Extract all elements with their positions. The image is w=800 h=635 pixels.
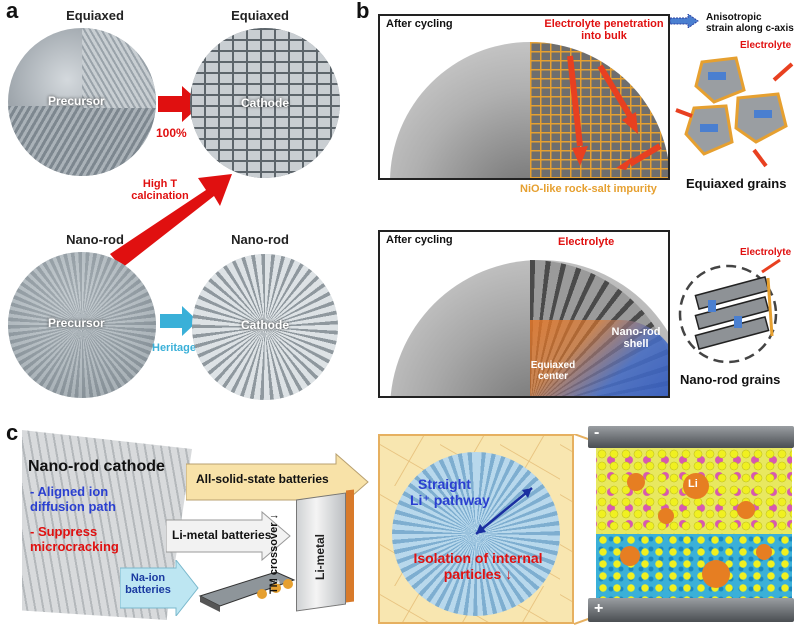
li-metal-edge bbox=[346, 489, 354, 603]
li-ion-markers bbox=[620, 473, 772, 588]
equiaxed-cathode-sphere bbox=[190, 28, 340, 178]
cathode-grain-texture bbox=[190, 28, 340, 178]
na-line1: Na-ion bbox=[130, 572, 166, 584]
tm-crossover-wrap: TM crossover ↓ bbox=[266, 508, 282, 608]
percent-label: 100% bbox=[156, 126, 187, 140]
cathode-label-top: Cathode bbox=[241, 96, 289, 110]
precursor-label-top: Precursor bbox=[48, 94, 105, 108]
impurity-label: NiO-like rock-salt impurity bbox=[520, 183, 657, 195]
cathode-current-collector bbox=[588, 598, 794, 622]
nanorod-grains-schematic bbox=[678, 258, 781, 364]
legend-line1: Anisotropic bbox=[706, 12, 762, 23]
strain-legend-arrow bbox=[670, 14, 699, 28]
after-cycling-title-top: After cycling bbox=[386, 18, 453, 30]
nanorod-cathode-caption: Nano-rod bbox=[231, 232, 289, 247]
panel-b-letter: b bbox=[356, 0, 370, 23]
nanorod-precursor-caption: Nano-rod bbox=[66, 232, 124, 247]
nanorod-shell-label: Nano-rod shell bbox=[606, 326, 666, 350]
shell-line2: shell bbox=[623, 338, 649, 350]
precursor-label-bottom: Precursor bbox=[48, 316, 105, 330]
after-cycling-equiaxed-box: After cycling Electrolyte penetration in… bbox=[378, 14, 670, 180]
li-metal-batteries-label: Li-metal batteries bbox=[172, 528, 272, 542]
na-ion-arrow bbox=[120, 560, 199, 616]
equiaxed-grains-label: Equiaxed grains bbox=[686, 176, 787, 191]
bullet-aligned: - Aligned ion diffusion path bbox=[30, 484, 116, 514]
electrolyte-label-right: Electrolyte bbox=[740, 247, 792, 258]
electrolyte-label-bottom: Electrolyte bbox=[558, 236, 615, 248]
bullet1-line1: - Aligned ion bbox=[30, 484, 109, 499]
minus-sign: - bbox=[594, 424, 600, 441]
panel-a-letter: a bbox=[6, 0, 19, 23]
nanorod-grains-label: Nano-rod grains bbox=[680, 372, 781, 387]
after-cycling-nanorod-box: After cycling Electrolyte Equiaxed cente… bbox=[378, 230, 670, 398]
electrolyte-label-top: Electrolyte bbox=[740, 40, 792, 51]
legend-line2: strain along c-axis bbox=[706, 23, 794, 34]
equiaxed-grains-schematic bbox=[675, 56, 794, 168]
calcination-line2: calcination bbox=[131, 190, 189, 202]
li-metal-arrow bbox=[166, 510, 291, 562]
straight-line1: Straight bbox=[418, 476, 471, 492]
penetration-arrows bbox=[567, 55, 662, 170]
cathode-particles bbox=[596, 534, 792, 598]
tm-crossover-label: TM crossover ↓ bbox=[268, 513, 280, 595]
nanorod-radial-texture bbox=[8, 252, 156, 398]
na-ion-marker: Na bbox=[272, 580, 280, 586]
na-ion-label: Na-ion batteries bbox=[124, 572, 172, 596]
precursor-texture-upper bbox=[82, 28, 156, 108]
penetration-line2: into bulk bbox=[581, 30, 627, 42]
after-cycling-title-bottom: After cycling bbox=[386, 234, 453, 246]
nanorod-precursor-sphere bbox=[8, 252, 156, 398]
cylinder-battery bbox=[198, 571, 296, 612]
straight-pathway-label: Straight Li⁺ pathway bbox=[410, 476, 490, 509]
heritage-arrow bbox=[160, 306, 198, 336]
panel-c-letter: c bbox=[6, 420, 19, 445]
equiaxed-precursor-sphere bbox=[8, 28, 156, 176]
straight-line2: Li⁺ pathway bbox=[410, 492, 490, 508]
nanorod-cathode-texture bbox=[192, 254, 338, 400]
penetration-line1: Electrolyte penetration bbox=[544, 18, 664, 30]
bullet2-line1: - Suppress bbox=[30, 524, 98, 539]
composite-layer: Li bbox=[596, 448, 792, 598]
calcination-line1: High T bbox=[142, 178, 178, 190]
na-line2: batteries bbox=[125, 584, 171, 596]
strain-legend-label: Anisotropic strain along c-axis bbox=[706, 12, 794, 34]
bullet-suppress: - Suppress microcracking bbox=[30, 524, 119, 554]
li-metal-label: Li-metal bbox=[313, 534, 327, 581]
plus-sign: + bbox=[594, 600, 604, 617]
nanorod-cathode-sphere bbox=[192, 254, 338, 400]
anode-current-collector bbox=[588, 426, 794, 448]
calcination-label: High T calcination bbox=[120, 178, 200, 202]
isolation-line2: particles ↓ bbox=[443, 566, 513, 582]
center-line2: center bbox=[537, 371, 568, 382]
li-metal-label-wrap: Li-metal bbox=[300, 520, 340, 600]
calcination-arrow bbox=[110, 174, 232, 268]
li-ion-label: Li bbox=[688, 478, 698, 490]
precursor-texture bbox=[8, 106, 156, 176]
particle-box: Straight Li⁺ pathway Isolation of intern… bbox=[378, 434, 574, 624]
bullet2-line2: microcracking bbox=[30, 539, 119, 554]
cathode-label-bottom: Cathode bbox=[241, 318, 289, 332]
ssb-label: All-solid-state batteries bbox=[196, 472, 329, 486]
pathway-arrow bbox=[475, 487, 533, 535]
shell-line1: Nano-rod bbox=[611, 326, 661, 338]
isolation-label: Isolation of internal particles ↓ bbox=[398, 550, 558, 582]
equiaxed-center-label: Equiaxed center bbox=[528, 360, 578, 382]
heritage-label: Heritage bbox=[152, 342, 197, 354]
equiaxed-cathode-caption: Equiaxed bbox=[231, 8, 289, 23]
isolation-line1: Isolation of internal bbox=[413, 550, 543, 566]
center-shell-gradient bbox=[530, 320, 668, 396]
center-line1: Equiaxed bbox=[530, 360, 576, 371]
equiaxed-precursor-caption: Equiaxed bbox=[66, 8, 124, 23]
penetration-label: Electrolyte penetration into bulk bbox=[542, 18, 666, 42]
nanorod-cathode-title: Nano-rod cathode bbox=[28, 458, 165, 475]
bullet1-line2: diffusion path bbox=[30, 499, 116, 514]
